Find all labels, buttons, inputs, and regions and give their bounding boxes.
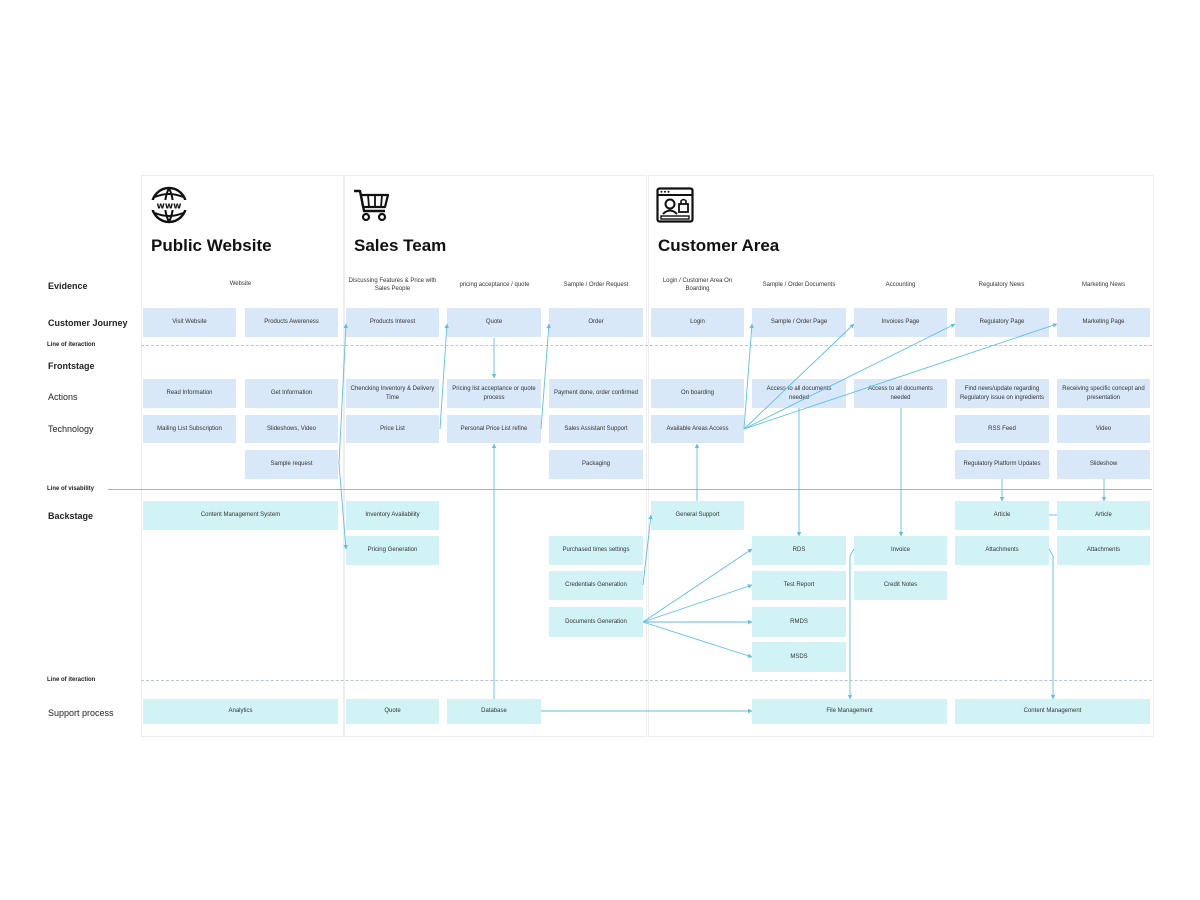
backstage-article-1: Article (955, 501, 1049, 530)
action-checking-inventory: Chencking Inventory & Delivery Time (346, 379, 439, 408)
evidence-website: Website (229, 280, 252, 287)
journey-order: Order (549, 308, 643, 337)
journey-invoices-page: Invoices Page (854, 308, 947, 337)
backstage-rds: RDS (752, 536, 846, 565)
evidence-accounting: Accounting (885, 281, 916, 288)
secure-login-window-icon (656, 187, 694, 223)
action-read-information: Read Information (143, 379, 236, 408)
tech-regulatory-platform: Regulatory Platform Updates (955, 450, 1049, 479)
row-label-backstage: Backstage (48, 511, 94, 521)
row-label-line-of-interaction-1: Line of iteraction (47, 342, 96, 348)
section-title-public-website: Public Website (151, 236, 272, 255)
tech-rss-feed: RSS Feed (955, 415, 1049, 443)
journey-products-interest: Products Interest (346, 308, 439, 337)
row-label-evidence: Evidence (48, 281, 88, 291)
backstage-msds: MSDS (752, 642, 846, 672)
evidence-discussing: Discussing Features & Price with Sales P… (348, 277, 437, 292)
tech-packaging: Packaging (549, 450, 643, 479)
backstage-pricing-generation: Pricing Generation (346, 536, 439, 565)
backstage-test-report: Test Report (752, 571, 846, 600)
tech-price-list: Price List (346, 415, 439, 443)
backstage-rmds: RMDS (752, 607, 846, 637)
backstage-general-support: General Support (651, 501, 744, 530)
support-quote: Quote (346, 699, 439, 724)
backstage-cms: Content Management System (143, 501, 338, 530)
action-find-news: Find news/update regarding Regulatory is… (955, 379, 1049, 408)
evidence-marketing-news: Marketing News (1081, 281, 1125, 288)
support-database: Database (447, 699, 541, 724)
row-label-line-of-visibility: Line of visability (47, 486, 95, 492)
action-on-boarding: On boarding (651, 379, 744, 408)
section-title-customer-area: Customer Area (658, 236, 780, 255)
line-of-interaction-2 (141, 680, 1152, 681)
support-analytics: Analytics (143, 699, 338, 724)
support-file-management: File Management (752, 699, 947, 724)
www-globe-icon: www (150, 186, 188, 224)
line-of-interaction-1 (141, 345, 1152, 346)
evidence-login-onboarding: Login / Customer Area On Boarding (662, 277, 733, 292)
backstage-documents-generation: Documents Generation (549, 607, 643, 637)
tech-video: Video (1057, 415, 1150, 443)
evidence-sample-order-request: Sample / Order Request (563, 281, 629, 288)
journey-quote: Quote (447, 308, 541, 337)
backstage-article-2: Article (1057, 501, 1150, 530)
row-label-frontstage: Frontstage (48, 361, 95, 371)
action-receiving-concept: Receiving specific concept and presentat… (1057, 379, 1150, 408)
backstage-attachments-2: Attachments (1057, 536, 1150, 565)
backstage-credentials-generation: Credentials Generation (549, 571, 643, 600)
journey-regulatory-page: Regulatory Page (955, 308, 1049, 337)
journey-sample-order-page: Sample / Order Page (752, 308, 846, 337)
backstage-inventory-availability: Inventory Availability (346, 501, 439, 530)
journey-products-awareness: Products Awereness (245, 308, 338, 337)
row-label-actions: Actions (48, 392, 78, 402)
section-title-sales-team: Sales Team (354, 236, 447, 255)
backstage-attachments-1: Attachments (955, 536, 1049, 565)
tech-sales-assistant: Sales Assistant Support (549, 415, 643, 443)
tech-personal-price-list: Personal Price List refine (447, 415, 541, 443)
tech-slideshows-video: Slideshows, Video (245, 415, 338, 443)
journey-marketing-page: Marketing Page (1057, 308, 1150, 337)
backstage-purchased-times: Purchased times settings (549, 536, 643, 565)
row-label-customer-journey: Customer Journey (48, 318, 128, 328)
action-pricing-list-acceptance: Pricing list acceptance or quote process (447, 379, 541, 408)
backstage-invoice: Invoice (854, 536, 947, 565)
journey-visit-website: Visit Website (143, 308, 236, 337)
action-access-documents-2: Access to all documents needed (854, 379, 947, 408)
journey-login: Login (651, 308, 744, 337)
row-label-support-process: Support process (48, 708, 114, 718)
tech-available-areas: Available Areas Access (651, 415, 744, 443)
row-label-technology: Technology (48, 424, 94, 434)
backstage-credit-notes: Credit Notes (854, 571, 947, 600)
shopping-cart-icon (352, 187, 390, 223)
tech-sample-request: Sample request (245, 450, 338, 479)
evidence-pricing-acceptance: pricing acceptance / quote (459, 281, 530, 288)
svg-text:www: www (157, 202, 182, 212)
tech-slideshow: Slideshow (1057, 450, 1150, 479)
action-get-information: Get Information (245, 379, 338, 408)
action-payment-done: Payment done, order confirmed (549, 379, 643, 408)
tech-mailing-list: Mailing List Subscription (143, 415, 236, 443)
evidence-regulatory-news: Regulatory News (978, 281, 1025, 288)
support-content-management: Content Management (955, 699, 1150, 724)
action-access-documents-1: Access to all documents needed (752, 379, 846, 408)
row-label-line-of-interaction-2: Line of iteraction (47, 677, 96, 683)
evidence-sample-order-documents: Sample / Order Documents (762, 281, 836, 288)
line-of-visibility (108, 489, 1152, 490)
